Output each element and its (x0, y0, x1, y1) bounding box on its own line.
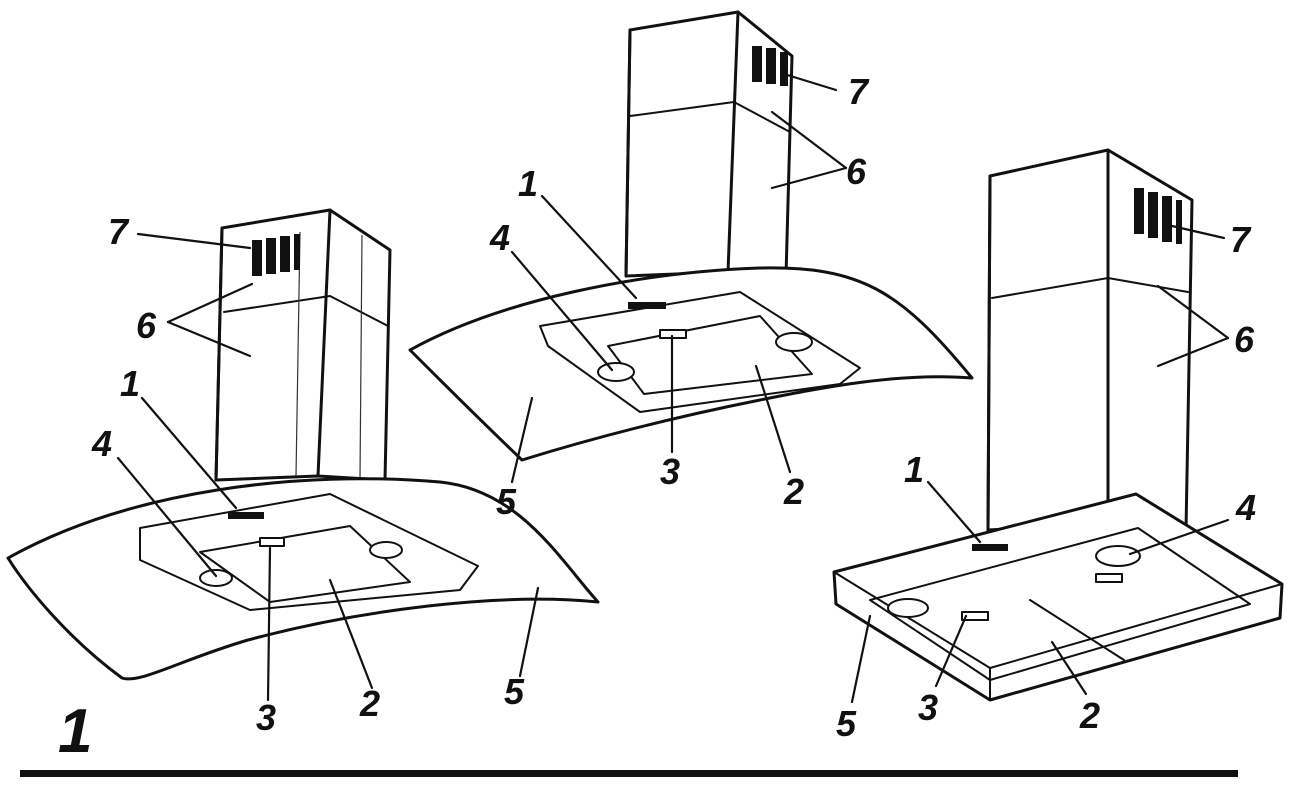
left-callout-1: 1 (120, 363, 140, 404)
left-callout-5: 5 (504, 671, 525, 712)
bottom-rule (20, 770, 1238, 777)
center-callout-5: 5 (496, 481, 517, 522)
left-callout-6: 6 (136, 305, 157, 346)
right-chimney (986, 148, 1194, 532)
center-callout-3: 3 (660, 451, 680, 492)
right-callout-4: 4 (1235, 487, 1256, 528)
center-hood (408, 10, 974, 462)
left-callout-4: 4 (91, 423, 112, 464)
left-vent-grille (252, 234, 300, 276)
center-callout-2: 2 (783, 471, 804, 512)
left-hood (6, 208, 600, 681)
leader-lines (116, 72, 1230, 704)
left-chimney (214, 208, 392, 482)
left-callout-7: 7 (108, 211, 130, 252)
right-callout-1: 1 (904, 449, 924, 490)
right-callout-7: 7 (1230, 219, 1252, 260)
callout-numbers: 7 6 1 4 3 2 5 7 6 1 4 3 2 5 7 6 1 4 3 2 … (91, 71, 1256, 744)
right-vent-grille (1134, 188, 1182, 244)
right-callout-6: 6 (1234, 319, 1255, 360)
left-callout-3: 3 (256, 697, 276, 738)
right-callout-5: 5 (836, 703, 857, 744)
right-callout-3: 3 (918, 687, 938, 728)
right-canopy (832, 492, 1284, 702)
right-hood (832, 148, 1284, 702)
center-callout-1: 1 (518, 163, 538, 204)
center-callout-6: 6 (846, 151, 867, 192)
center-canopy-glass (408, 266, 974, 462)
right-callout-2: 2 (1079, 695, 1100, 736)
figure-number: 1 (58, 697, 92, 766)
left-callout-2: 2 (359, 683, 380, 724)
left-canopy-glass (6, 477, 600, 681)
center-callout-7: 7 (848, 71, 870, 112)
center-callout-4: 4 (489, 217, 510, 258)
center-vent-grille (752, 46, 788, 86)
